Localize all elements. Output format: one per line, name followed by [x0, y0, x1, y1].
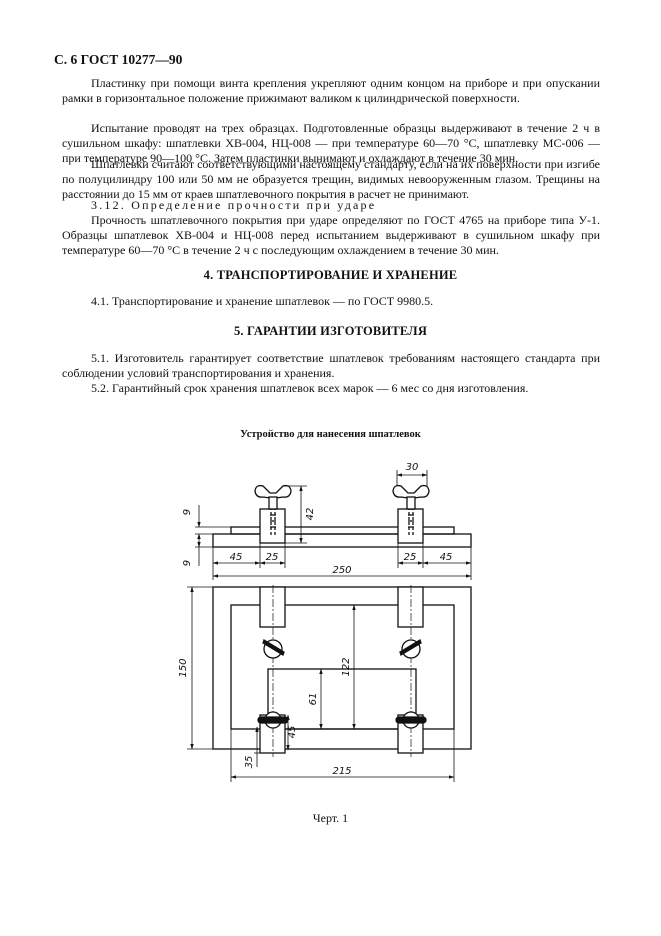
paragraph-1: Пластинку при помощи винта крепления укр… [62, 76, 600, 105]
dim-122: 122 [341, 657, 352, 676]
dim-42: 42 [305, 508, 316, 521]
dim-25-right: 25 [404, 552, 417, 563]
paragraph-5: Прочность шпатлевочного покрытия при уда… [62, 213, 600, 257]
dim-45-left: 45 [230, 552, 243, 563]
figure-title: Устройство для нанесения шпатлевок [240, 429, 421, 440]
section-5-title: 5. ГАРАНТИИ ИЗГОТОВИТЕЛЯ [233, 324, 428, 338]
paragraph-3: Шпатлевки считают соответствующими насто… [62, 157, 600, 201]
subsection-3-12-title: 3.12. Определение прочности при ударе [91, 198, 377, 212]
section-4-paragraph-1: 4.1. Транспортирование и хранение шпатле… [91, 294, 434, 308]
section-5-paragraph-2: 5.2. Гарантийный срок хранения шпатлевок… [91, 381, 529, 395]
dim-45-vertical: 45 [287, 726, 298, 739]
technical-drawing: 30 42 9 9 45 25 25 45 250 150 61 122 45 … [178, 462, 472, 782]
dim-30: 30 [406, 462, 419, 473]
section-4-title: 4. ТРАНСПОРТИРОВАНИЕ И ХРАНЕНИЕ [203, 268, 458, 282]
figure-caption: Черт. 1 [312, 811, 349, 825]
right-clamp-block [397, 508, 424, 544]
dim-61: 61 [308, 693, 319, 706]
dim-9-top: 9 [182, 509, 193, 515]
frame-bar [230, 526, 455, 535]
base-plate [212, 533, 472, 548]
dim-35: 35 [244, 756, 255, 769]
section-5-paragraph-1: 5.1. Изготовитель гарантирует соответств… [62, 351, 600, 380]
dim-25-left: 25 [266, 552, 279, 563]
right-wing-nut-icon [392, 484, 430, 499]
paragraph-2: Испытание проводят на трех образцах. Под… [62, 121, 600, 165]
dim-215: 215 [332, 766, 351, 777]
dim-250: 250 [332, 565, 351, 576]
page-header: С. 6 ГОСТ 10277—90 [54, 52, 183, 67]
dim-150: 150 [178, 658, 189, 677]
dim-9-bottom: 9 [182, 560, 193, 566]
dim-45-right: 45 [440, 552, 453, 563]
specimen-plate [267, 668, 417, 730]
left-clamp-block [259, 508, 286, 544]
left-wing-nut-icon [254, 484, 292, 499]
plan-base-plate [212, 586, 472, 750]
